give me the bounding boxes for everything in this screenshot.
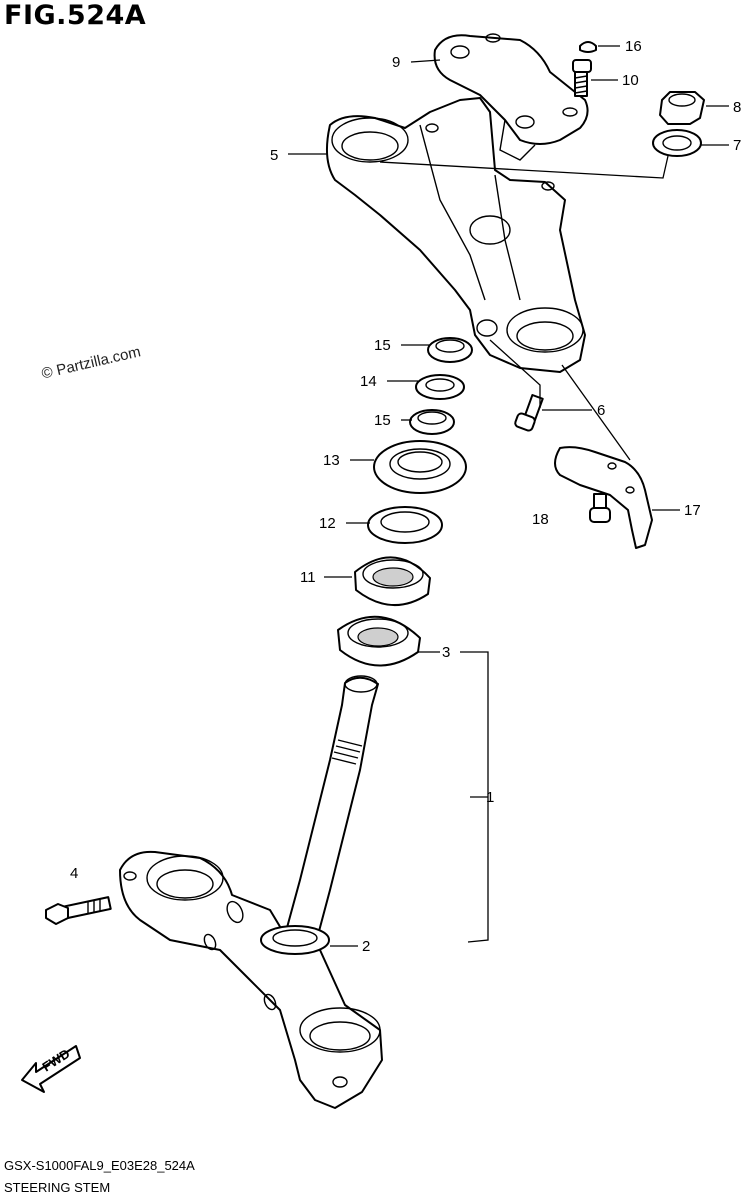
callouts: 9 16 10 8 7 5 15 14 15 13 12 11 3 1 2 4 … bbox=[70, 38, 741, 955]
leader-lines bbox=[288, 45, 729, 947]
part-5-upper-bracket[interactable] bbox=[325, 97, 586, 373]
part-15-nut-lower[interactable] bbox=[409, 409, 455, 435]
lower-bracket[interactable] bbox=[119, 850, 383, 1109]
part-7-washer[interactable] bbox=[652, 129, 702, 157]
callout-2: 2 bbox=[362, 938, 370, 955]
part-9-handlebar-holder[interactable] bbox=[433, 33, 589, 161]
part-6-bolt[interactable] bbox=[514, 394, 544, 432]
part-12-washer[interactable] bbox=[367, 506, 443, 544]
part-18-bolt[interactable] bbox=[589, 493, 611, 523]
callout-1: 1 bbox=[486, 789, 494, 806]
callout-18: 18 bbox=[532, 511, 549, 528]
callout-12: 12 bbox=[319, 515, 336, 532]
part-11-bearing[interactable] bbox=[354, 556, 431, 606]
footer-model-code: GSX-S1000FAL9_E03E28_524A bbox=[4, 1158, 195, 1173]
part-10-bolt[interactable] bbox=[572, 59, 592, 97]
part-15-nut-upper[interactable] bbox=[427, 337, 473, 363]
callout-6: 6 bbox=[597, 402, 605, 419]
callout-3: 3 bbox=[442, 644, 450, 661]
part-13-dust-seal[interactable] bbox=[373, 440, 467, 494]
callout-14: 14 bbox=[360, 373, 377, 390]
callout-16: 16 bbox=[625, 38, 642, 55]
callout-4: 4 bbox=[70, 865, 78, 882]
callout-10: 10 bbox=[622, 72, 639, 89]
part-3-bearing-race[interactable] bbox=[337, 615, 421, 667]
part-2-seal[interactable] bbox=[260, 925, 330, 955]
callout-11: 11 bbox=[300, 569, 316, 586]
callout-15-upper: 15 bbox=[374, 337, 391, 354]
part-16-cap[interactable] bbox=[579, 41, 597, 53]
callout-5: 5 bbox=[270, 147, 278, 164]
part-1-steering-stem[interactable] bbox=[284, 675, 379, 936]
callout-9: 9 bbox=[392, 54, 400, 71]
callout-15-lower: 15 bbox=[374, 412, 391, 429]
part-17-bracket[interactable] bbox=[554, 446, 653, 549]
callout-17: 17 bbox=[684, 502, 701, 519]
figure-title: FIG.524A bbox=[4, 0, 147, 31]
part-4-bolt[interactable] bbox=[45, 896, 112, 925]
callout-13: 13 bbox=[323, 452, 340, 469]
callout-7: 7 bbox=[733, 137, 741, 154]
part-14-lock-washer[interactable] bbox=[415, 374, 465, 400]
footer-diagram-name: STEERING STEM bbox=[4, 1180, 111, 1195]
part-8-nut[interactable] bbox=[659, 91, 705, 125]
fwd-arrow: FWD bbox=[21, 1045, 81, 1093]
callout-8: 8 bbox=[733, 99, 741, 116]
